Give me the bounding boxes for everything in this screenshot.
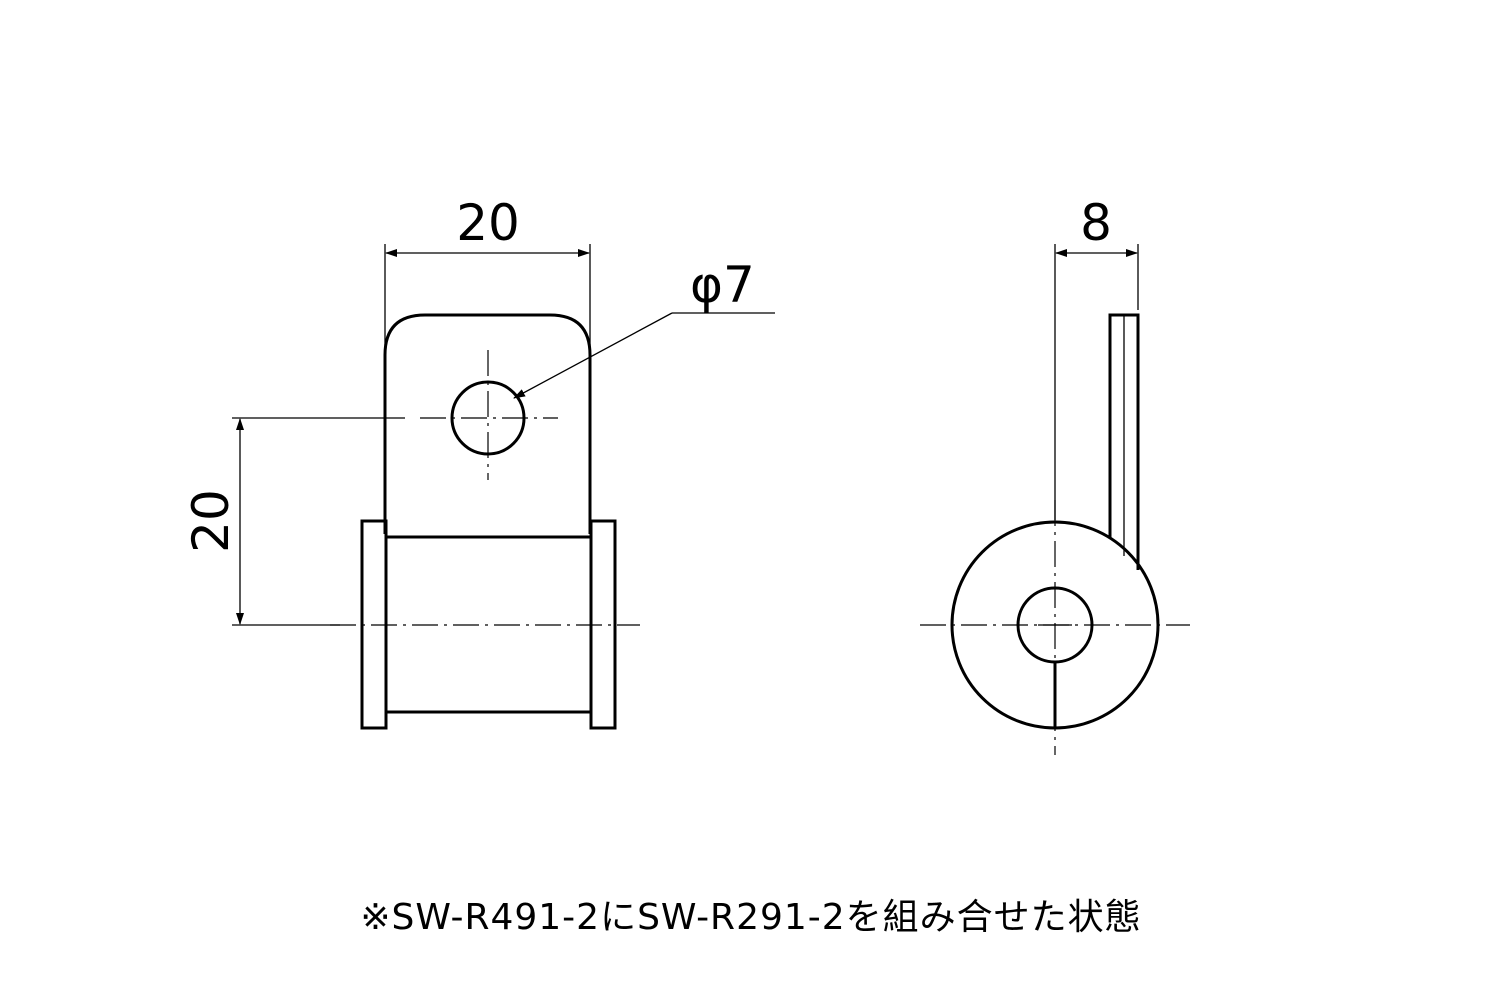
- assembly-note: ※SW-R491-2にSW-R291-2を組み合せた状態: [360, 897, 1142, 938]
- hole-diameter-label: φ7: [690, 256, 755, 314]
- hole-leader-line: [513, 312, 673, 399]
- side-thickness-label: 8: [1080, 194, 1112, 252]
- front-height-label: 20: [182, 489, 240, 553]
- front-width-label: 20: [456, 194, 520, 252]
- front-view: 20 20 φ7: [182, 194, 775, 730]
- side-view: 8: [920, 194, 1190, 755]
- front-plate-outline: [383, 313, 592, 534]
